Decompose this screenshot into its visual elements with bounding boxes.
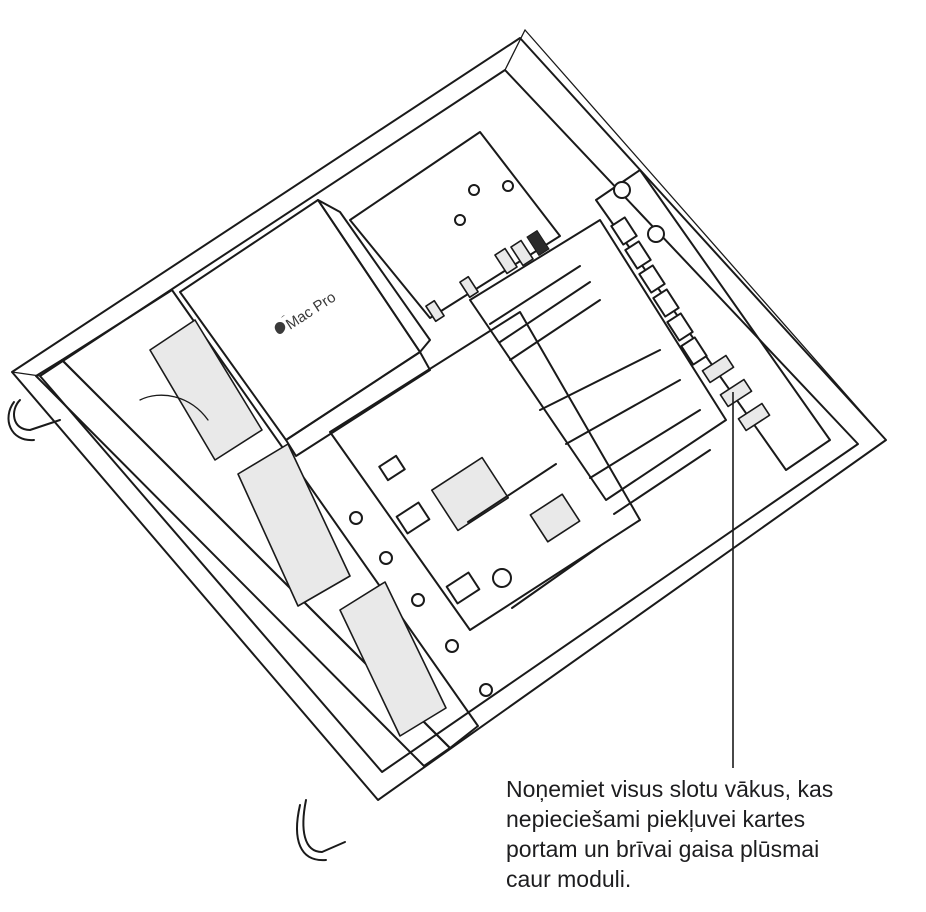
io-port-1	[494, 247, 518, 275]
slot-cover-6	[680, 336, 708, 366]
memory-module-2	[445, 571, 481, 605]
fan-module-3	[339, 581, 447, 737]
coin-battery	[492, 568, 512, 588]
memory-module-3	[378, 454, 406, 482]
apple-logo-icon	[274, 315, 286, 334]
removed-slot-opening-1	[701, 354, 735, 384]
callout-text: Noņemiet visus slotu vākus, kas nepiecie…	[506, 776, 834, 892]
top-handle	[7, 399, 61, 442]
removed-slot-opening-3	[737, 402, 771, 432]
bottom-handle	[296, 799, 346, 862]
slot-cover-4	[652, 288, 680, 318]
chassis-frame	[11, 29, 887, 801]
io-port-5	[425, 299, 445, 323]
cpu-socket	[430, 456, 510, 532]
slot-cover-1	[610, 216, 638, 246]
io-port-4	[459, 275, 479, 299]
removed-slot-opening-2	[719, 378, 753, 408]
memory-module-1	[395, 501, 431, 535]
rear-io-plate	[349, 131, 561, 323]
left-panel	[35, 289, 479, 767]
logic-board	[329, 311, 641, 631]
board-screws	[349, 511, 493, 697]
fan-module-2	[237, 443, 351, 607]
slot-cover-3	[638, 264, 666, 294]
slot-cover-5	[666, 312, 694, 342]
io-port-3	[526, 229, 550, 257]
slot-covers	[595, 169, 831, 471]
fan-module-1	[139, 319, 263, 461]
chipset	[529, 493, 581, 543]
io-port-2	[510, 239, 534, 267]
pcie-cage	[469, 219, 727, 515]
slot-cover-2	[624, 240, 652, 270]
